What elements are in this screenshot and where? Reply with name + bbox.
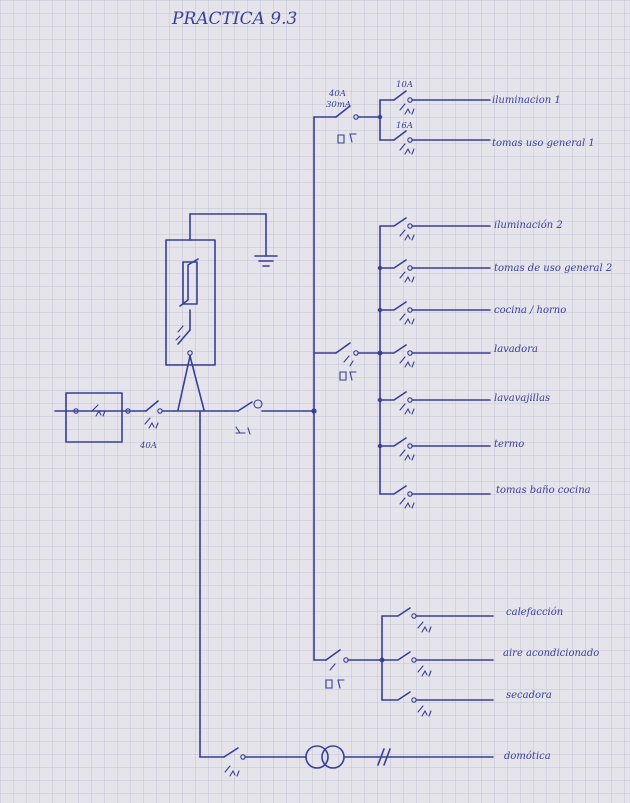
- middle-branch-4-label: lavadora: [494, 344, 538, 355]
- middle-branch-5-label: lavavajillas: [494, 393, 550, 404]
- branch-top-2-label: tomas uso general 1: [492, 138, 595, 149]
- branch-top-1-label: iluminacion 1: [492, 95, 561, 106]
- input-box: [54, 392, 135, 443]
- domotica-feeder: [199, 410, 494, 777]
- main-breaker-rating: 40A: [139, 441, 157, 451]
- branch-top-2: [379, 130, 491, 155]
- surge-protector: [165, 213, 278, 411]
- domotica-label: domótica: [504, 751, 551, 762]
- page-title: PRACTICA 9.3: [171, 9, 297, 29]
- middle-branch-1-label: iluminación 2: [494, 220, 563, 231]
- branch-top-1-rating: 10A: [396, 80, 413, 90]
- middle-branch-2: [377, 259, 491, 283]
- rcd-top-sensitivity: 30mA: [326, 100, 351, 110]
- middle-branch-6: [377, 437, 491, 461]
- middle-branch-3-label: cocina / horno: [494, 305, 566, 316]
- rcd-top-rating: 40A: [328, 89, 346, 99]
- middle-branch-1: [379, 217, 491, 241]
- middle-branch-6-label: termo: [494, 439, 524, 450]
- rcd-lower: [313, 615, 385, 701]
- lower-branch-2: [381, 651, 494, 677]
- lower-branch-1-label: calefacción: [506, 607, 563, 618]
- middle-branch-7-label: tomas baño cocina: [496, 485, 591, 496]
- lower-branch-3: [381, 691, 494, 717]
- middle-branch-7: [379, 485, 491, 509]
- branch-top-1: [379, 90, 491, 115]
- lower-branch-1: [381, 607, 494, 633]
- trunk-node: [311, 408, 317, 414]
- main-breaker: [133, 400, 175, 429]
- lower-branch-2-label: aire acondicionado: [503, 648, 599, 659]
- rcd-top: [313, 99, 383, 144]
- branch-top-2-rating: 16A: [396, 121, 413, 131]
- middle-branch-3: [377, 301, 491, 325]
- lower-branch-3-label: secadora: [506, 690, 552, 701]
- middle-branch-4: [379, 344, 491, 368]
- middle-branch-2-label: tomas de uso general 2: [494, 263, 612, 274]
- middle-branch-5: [377, 391, 491, 415]
